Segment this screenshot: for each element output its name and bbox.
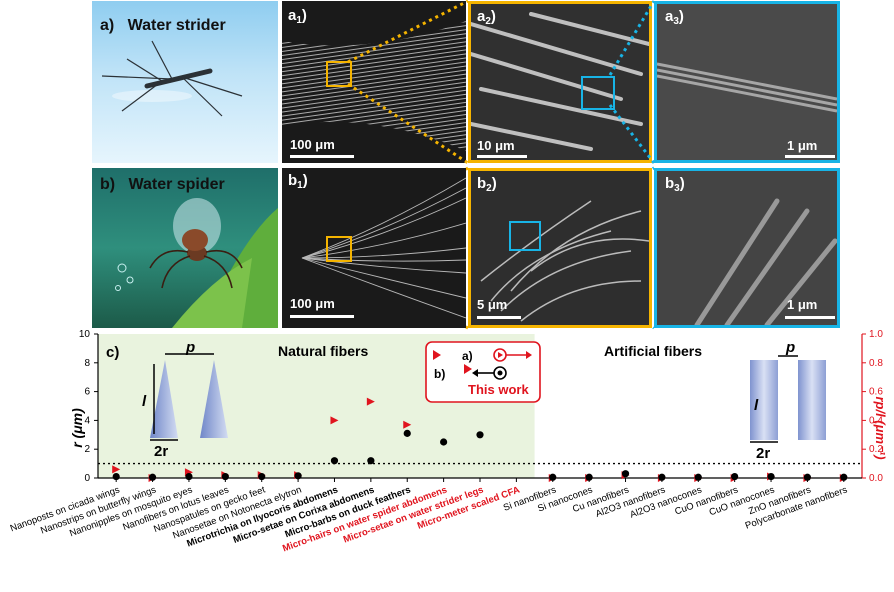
water-spider-illustration: b) Water spider: [92, 168, 278, 328]
right-y-axis-label: rp/l (μm⁻¹): [873, 396, 888, 459]
b2-scale-bar: [477, 316, 521, 319]
panel-b-header: b) Water spider: [100, 176, 225, 193]
panel-b1-label: b1): [288, 172, 308, 191]
panel-a-title: Water strider: [127, 17, 226, 34]
panel-b2-sem: b2) 5 μm: [468, 168, 652, 328]
panel-a2-sem: a2) 10 μm: [468, 1, 652, 163]
panel-b1-sem: b1) 100 μm: [282, 168, 466, 328]
r-circle-point: [840, 473, 848, 481]
r-circle-point: [221, 472, 229, 481]
svg-text:p: p: [785, 339, 795, 356]
water-spider-drawing: [115, 198, 278, 328]
legend-a-label: a): [462, 349, 473, 363]
right-tick-label: 0.2: [869, 444, 883, 455]
a3-scale-bar: [785, 155, 835, 158]
right-tick-label: 0.4: [869, 415, 883, 426]
r-circle-point: [403, 429, 411, 437]
r-circle-point: [621, 470, 630, 478]
legend-triangle-marker: [433, 350, 441, 360]
a1-zoom-box: [326, 61, 352, 87]
b2-zoom-box: [509, 221, 541, 251]
rp-l-triangle-point: [366, 397, 375, 406]
panel-b-title: Water spider: [128, 176, 225, 193]
b2-microhair-texture: [480, 200, 649, 322]
r-circle-point: [330, 457, 339, 465]
legend-b-label: b): [434, 367, 445, 381]
cylinder-schematic: p l 2r: [750, 339, 826, 462]
a1-scale-bar: [290, 155, 354, 158]
panel-b3-label: b3): [665, 175, 685, 194]
a2-setae-texture: [471, 12, 649, 151]
r-circle-point: [112, 472, 120, 481]
right-tick-label: 0.8: [869, 358, 883, 369]
b2-scale-label: 5 μm: [477, 297, 508, 312]
r-circle-point: [585, 473, 593, 481]
svg-text:l: l: [142, 393, 147, 410]
svg-text:p: p: [185, 339, 195, 356]
water-strider-illustration: [101, 40, 243, 117]
a2-zoom-box: [581, 76, 615, 110]
natural-fibers-label: Natural fibers: [278, 343, 368, 359]
panel-a2-label: a2): [477, 8, 496, 27]
panel-b3-sem: b3) 1 μm: [654, 168, 840, 328]
r-circle-point: [258, 472, 266, 481]
left-tick-label: 10: [79, 329, 91, 340]
r-circle-point: [148, 473, 157, 481]
a3-grooves-texture: [657, 62, 837, 113]
right-tick-label: 0.0: [869, 473, 883, 484]
cone-2r-label: 2r: [154, 443, 168, 460]
water-strider-photo: a) Water strider: [92, 1, 278, 163]
r-circle-point: [440, 438, 448, 446]
r-circle-point: [367, 457, 375, 465]
svg-text:l: l: [754, 397, 759, 414]
a3-scale-label: 1 μm: [787, 138, 818, 153]
a1-scale-label: 100 μm: [290, 137, 335, 152]
r-circle-point: [658, 473, 666, 481]
left-tick-label: 0: [84, 473, 90, 484]
panel-a3-label: a3): [665, 8, 684, 27]
r-circle-point: [803, 473, 812, 481]
left-tick-label: 6: [84, 387, 90, 398]
panel-a1-label: a1): [288, 7, 307, 26]
left-tick-label: 4: [84, 415, 90, 426]
rp-l-triangle-point: [403, 420, 412, 429]
b1-scale-bar: [290, 315, 354, 318]
b1-zoom-box: [326, 236, 352, 262]
b3-scale-bar: [785, 316, 835, 319]
panel-b2-label: b2): [477, 175, 497, 194]
r-circle-point: [549, 473, 557, 481]
panel-a-header: a) Water strider: [100, 17, 226, 34]
right-tick-label: 1.0: [869, 329, 883, 340]
left-y-axis-label: r (μm): [69, 408, 85, 448]
a2-scale-label: 10 μm: [477, 138, 515, 153]
a1-fiber-texture: [282, 21, 466, 151]
r-circle-point: [694, 473, 702, 481]
r-circle-point: [476, 431, 484, 439]
r-circle-point: [294, 472, 302, 480]
b1-hair-texture: [301, 177, 466, 319]
legend-this-work: This work: [468, 382, 529, 397]
panel-a3-sem: a3) 1 μm: [654, 1, 840, 163]
chart-points: [112, 397, 848, 482]
b3-scale-label: 1 μm: [787, 297, 818, 312]
artificial-fibers-label: Artificial fibers: [604, 343, 702, 359]
scatter-chart: 0 2 4 6 8 10 0.0 0.2 0.4 0.6 0.8 1.0 Nanoposts on c…: [9, 329, 888, 554]
r-circle-point: [185, 472, 193, 481]
a2-scale-bar: [477, 155, 527, 158]
rp-l-triangle-point: [112, 465, 121, 474]
left-tick-label: 2: [84, 444, 90, 455]
right-tick-label: 0.6: [869, 387, 883, 398]
b1-scale-label: 100 μm: [290, 296, 335, 311]
rp-l-triangle-point: [330, 416, 339, 425]
panel-c-label: c): [106, 344, 119, 361]
r-circle-point: [731, 472, 739, 481]
r-circle-point: [767, 472, 775, 481]
cylinder-2r-label: 2r: [756, 445, 770, 462]
b3-texture: [694, 198, 837, 325]
panel-a1-sem: a1) 100 μm: [282, 1, 466, 163]
legend-box: a) b) This work: [425, 341, 541, 403]
cone-schematic: p l 2r: [142, 339, 228, 460]
left-tick-label: 8: [84, 358, 90, 369]
